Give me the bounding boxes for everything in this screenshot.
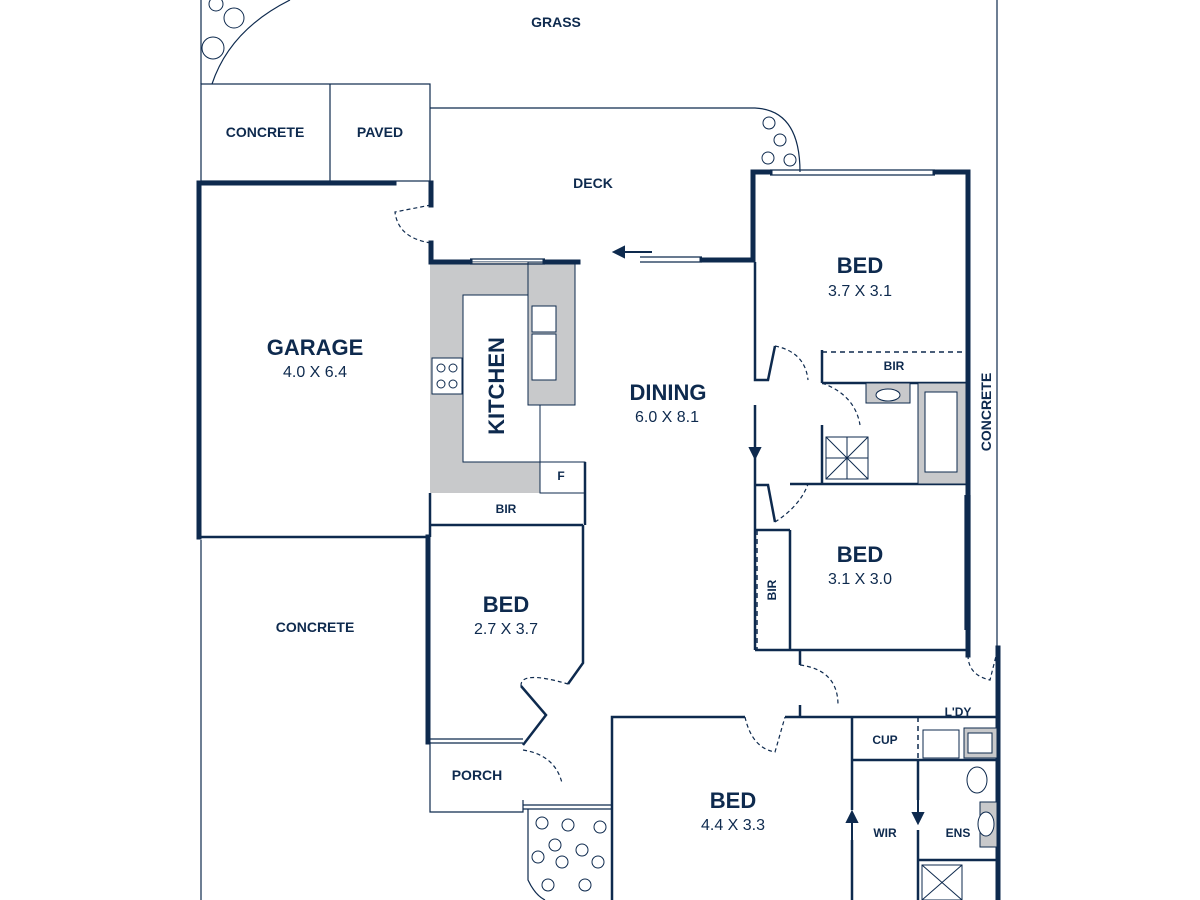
wir-label: WIR — [873, 826, 897, 840]
bir-kitchen-label: BIR — [495, 502, 517, 516]
garage-title: GARAGE — [266, 335, 364, 360]
bed-bottom-dimensions: 4.4 X 3.3 — [700, 817, 766, 834]
robe-dashes — [430, 351, 965, 760]
bed-left-title: BED — [482, 592, 530, 617]
concrete-top-label: CONCRETE — [225, 124, 305, 140]
cupboard-label: CUP — [872, 733, 898, 747]
grass-label: GRASS — [531, 14, 581, 30]
porch-label: PORCH — [451, 767, 503, 783]
ensuite-label: ENS — [945, 826, 971, 840]
garage-dimensions: 4.0 X 6.4 — [282, 364, 348, 381]
door-swings — [394, 204, 999, 784]
bed-bottom-title: BED — [709, 788, 757, 813]
kitchen-title: KITCHEN — [484, 337, 509, 435]
bed-mid-right-dimensions: 3.1 X 3.0 — [827, 571, 893, 588]
bathroom-fixtures — [825, 382, 998, 900]
concrete-left-label: CONCRETE — [275, 619, 355, 635]
concrete-right-label: CONCRETE — [978, 372, 994, 452]
bed-top-right-title: BED — [836, 253, 884, 278]
porch-area — [429, 742, 612, 900]
bed-mid-right-title: BED — [836, 542, 884, 567]
site-boundary — [200, 0, 998, 900]
bir-top-right-label: BIR — [883, 359, 905, 373]
bed-left-dimensions: 2.7 X 3.7 — [473, 621, 539, 638]
shrubs-top-left — [201, 0, 245, 60]
fridge-label: F — [557, 469, 565, 483]
windows — [428, 169, 971, 744]
paved-label: PAVED — [356, 124, 404, 140]
exterior-walls — [196, 169, 1001, 900]
bir-mid-right-label: BIR — [765, 579, 779, 601]
direction-arrows — [611, 245, 925, 845]
deck-label: DECK — [573, 175, 613, 191]
flowers — [531, 116, 797, 892]
bed-top-right-dimensions: 3.7 X 3.1 — [827, 283, 893, 300]
dining-dimensions: 6.0 X 8.1 — [634, 409, 700, 426]
dining-title: DINING — [629, 380, 707, 405]
laundry-label: L'DY — [944, 705, 972, 719]
